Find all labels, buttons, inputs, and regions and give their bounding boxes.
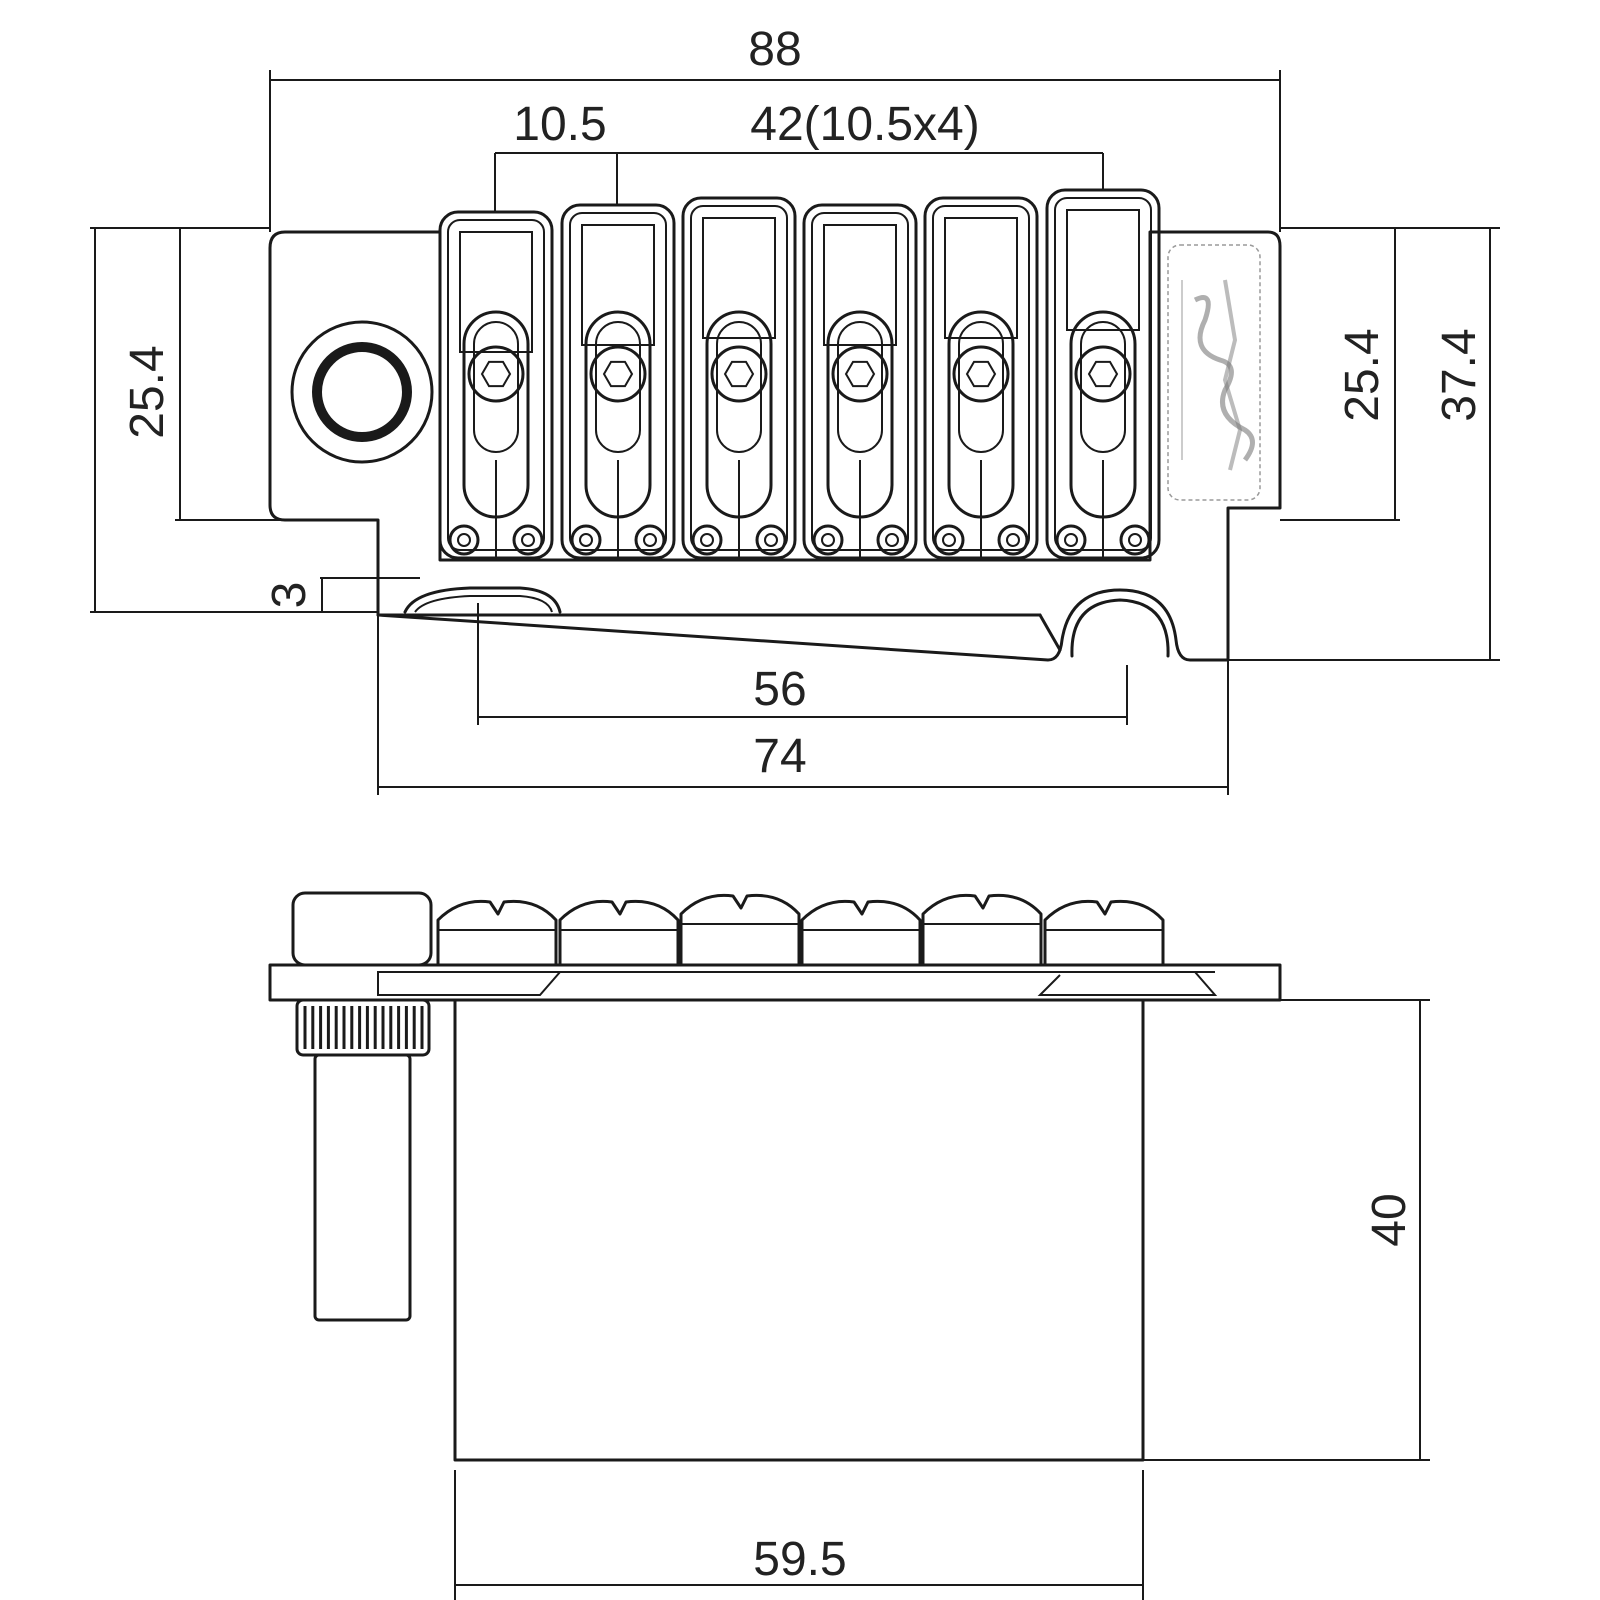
dim-right-height-inner: 25.4 [1336, 328, 1389, 421]
dim-saddle-spacing: 10.5 [513, 98, 606, 151]
hex-screw-icon [876, 524, 908, 556]
dim-block-height: 40 [1363, 1193, 1416, 1246]
hex-screw-icon [512, 524, 544, 556]
mount-cutout-left-inner [414, 595, 553, 613]
saddle-icon [436, 899, 558, 967]
hex-screw-icon [634, 524, 666, 556]
saddle-icon [802, 203, 918, 560]
hex-screw-icon [831, 345, 889, 403]
dim-base-width: 74 [753, 730, 806, 783]
hex-screw-icon [691, 524, 723, 556]
hex-screw-icon [710, 345, 768, 403]
hex-screw-icon [1055, 524, 1087, 556]
dim-left-height: 25.4 [121, 345, 174, 438]
hex-screw-icon [1119, 524, 1151, 556]
base-plate [268, 230, 1282, 662]
hex-screw-icon [933, 524, 965, 556]
hex-screw-icon [570, 524, 602, 556]
hex-screw-icon [467, 345, 525, 403]
knurl-lines [303, 1006, 424, 1049]
hex-screw-icon [952, 345, 1010, 403]
sustain-block [453, 998, 1145, 1462]
dim-right-height-total: 37.4 [1433, 328, 1486, 421]
dim-mount-spacing: 56 [753, 663, 806, 716]
pivot-cap-side [291, 891, 433, 967]
top-view [268, 188, 1282, 662]
saddle-icon [800, 899, 922, 967]
dim-block-width: 59.5 [753, 1533, 846, 1586]
saddle-row-side [436, 893, 1165, 967]
pivot-post-icon [290, 320, 434, 464]
saddle-icon [1045, 188, 1161, 560]
saddle-icon [438, 210, 554, 560]
mount-cutout-left [403, 586, 562, 614]
plate-notch-edge [1038, 613, 1062, 652]
plate-bevel-right [1037, 971, 1218, 996]
dim-overall-width: 88 [748, 23, 801, 76]
saddle-icon [558, 899, 680, 967]
hex-screw-icon [997, 524, 1029, 556]
hex-screw-icon [1074, 345, 1132, 403]
mount-cutout-right [1070, 598, 1170, 658]
saddle-icon [921, 893, 1043, 967]
knurled-nut [295, 998, 431, 1057]
hex-screw-icon [755, 524, 787, 556]
saddle-icon [679, 893, 801, 967]
dim-offset: 3 [263, 582, 316, 609]
hex-screw-icon [589, 345, 647, 403]
dimension-lines-side: 40 59.5 [454, 999, 1430, 1600]
saddle-icon [681, 196, 797, 560]
saddle-icon [1043, 899, 1165, 967]
hex-screw-icon [448, 524, 480, 556]
brand-logo-icon [1167, 244, 1261, 501]
dimension-lines-top: 88 10.5 42(10.5x4) 25.4 3 25.4 37.4 56 [90, 23, 1500, 795]
saddle-icon [923, 196, 1039, 560]
dim-saddle-span: 42(10.5x4) [750, 98, 979, 151]
pivot-shaft [313, 1053, 412, 1322]
plate-bevel-left [377, 971, 563, 996]
saddle-row-top [438, 188, 1161, 560]
side-view [268, 891, 1282, 1462]
saddle-icon [560, 203, 676, 560]
hex-screw-icon [812, 524, 844, 556]
